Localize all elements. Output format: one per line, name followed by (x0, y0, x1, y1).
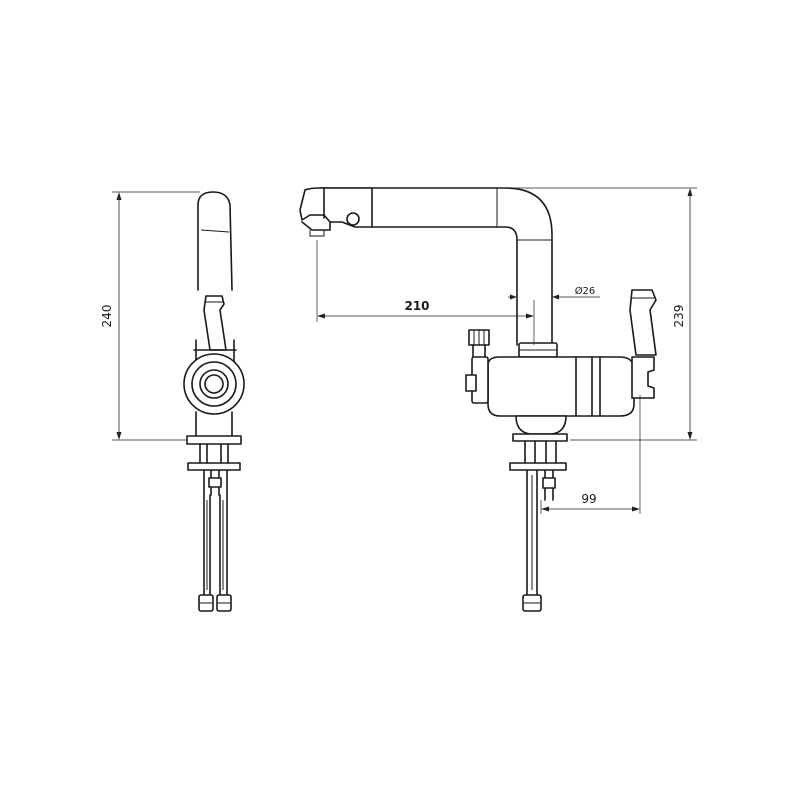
front-deck-plate (512, 433, 568, 442)
deck-plate (186, 435, 242, 445)
spray-head (299, 187, 373, 228)
dimension-front-height: 239 (505, 187, 697, 441)
side-view (183, 191, 245, 612)
dimension-spout-diameter: Ø26 (508, 285, 600, 300)
dimension-side-height: 240 (100, 191, 200, 441)
dimension-spout-reach: 210 (316, 240, 535, 345)
dimension-handle-offset: 99 (540, 395, 641, 514)
lever-handle (203, 295, 227, 351)
front-view (299, 187, 657, 612)
dimension-label-spout-reach: 210 (404, 299, 429, 313)
mixer-body (487, 356, 635, 417)
dimension-label-handle-offset: 99 (581, 492, 596, 506)
valve-body (183, 353, 245, 415)
dimension-label-side-height: 240 (100, 305, 114, 328)
dimension-label-spout-diameter: Ø26 (575, 285, 596, 297)
right-lever-handle (629, 289, 657, 356)
dimension-label-front-height: 239 (672, 305, 686, 328)
